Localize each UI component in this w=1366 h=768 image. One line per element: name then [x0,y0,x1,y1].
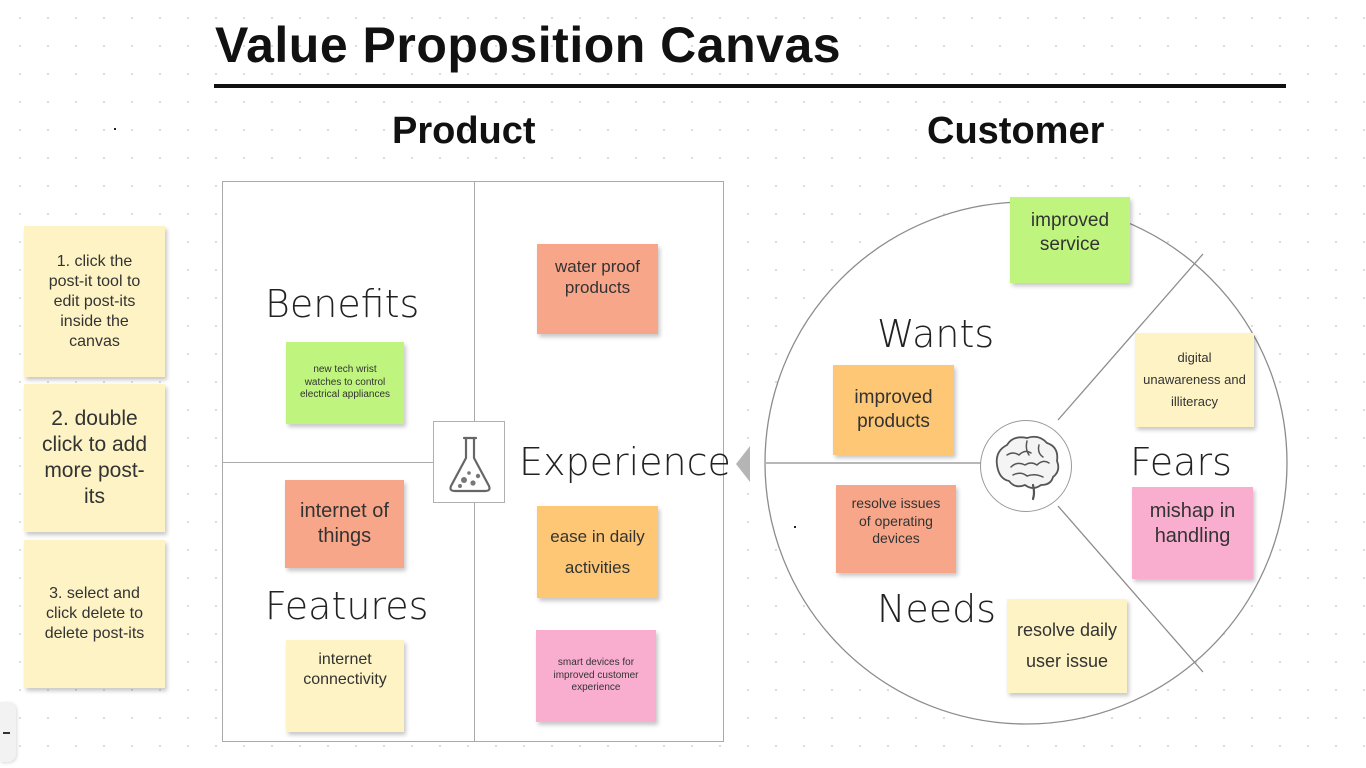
instruction-postit-3[interactable]: 3. select and click delete to delete pos… [24,540,165,688]
postit-improved-service[interactable]: improved service [1010,197,1130,283]
postit-mishap-handling[interactable]: mishap in handling [1132,487,1253,579]
postit-text: mishap in handling [1149,500,1236,547]
instruction-text-3: 3. select and click delete to delete pos… [44,585,145,642]
postit-improved-products[interactable]: improved products [833,365,954,455]
postit-text: internet connectivity [303,651,387,688]
postit-benefits-watch[interactable]: new tech wrist watches to control electr… [286,342,404,424]
postit-text: resolve daily user issue [1016,620,1118,671]
experience-label: Experience [519,440,731,484]
brain-icon [980,420,1072,512]
postit-resolve-daily[interactable]: resolve daily user issue [1007,599,1127,693]
postit-text: new tech wrist watches to control electr… [299,364,391,401]
product-horizontal-divider [223,462,435,463]
instruction-postit-1[interactable]: 1. click the post-it tool to edit post-i… [24,226,165,377]
postit-text: improved service [1030,210,1110,255]
postit-text: resolve issues of operating devices [851,495,941,546]
postit-ease-daily[interactable]: ease in daily activities [537,506,658,598]
postit-text: water proof products [554,257,641,298]
postit-smart-devices[interactable]: smart devices for improved customer expe… [536,630,656,722]
postit-internet-connectivity[interactable]: internet connectivity [286,640,404,732]
postit-text: internet of things [300,500,389,547]
needs-label: Needs [877,587,997,631]
features-label: Features [265,584,429,628]
postit-water-proof[interactable]: water proof products [537,244,658,334]
benefits-label: Benefits [265,282,420,326]
postit-text: improved products [854,387,933,432]
fears-label: Fears [1130,440,1232,484]
collapse-panel-tab[interactable] [0,702,16,762]
title-divider [214,84,1286,88]
wants-label: Wants [877,312,995,356]
customer-heading: Customer [927,110,1105,152]
instruction-postit-2[interactable]: 2. double click to add more post-its [24,384,165,532]
instruction-text-2: 2. double click to add more post-its [41,406,148,509]
postit-text: smart devices for improved customer expe… [553,657,639,694]
instruction-text-1: 1. click the post-it tool to edit post-i… [48,252,141,350]
flask-icon [433,421,505,503]
stray-dot [794,526,796,528]
product-heading: Product [392,110,536,152]
postit-digital-unawareness[interactable]: digital unawareness and illiteracy [1135,333,1254,427]
postit-resolve-issues[interactable]: resolve issues of operating devices [836,485,956,573]
page-title: Value Proposition Canvas [215,17,842,73]
stray-dot [114,128,116,130]
connector-arrow [736,446,750,482]
postit-text: ease in daily activities [550,526,645,577]
postit-text: digital unawareness and illiteracy [1143,349,1246,410]
postit-internet-of-things[interactable]: internet of things [285,480,404,568]
